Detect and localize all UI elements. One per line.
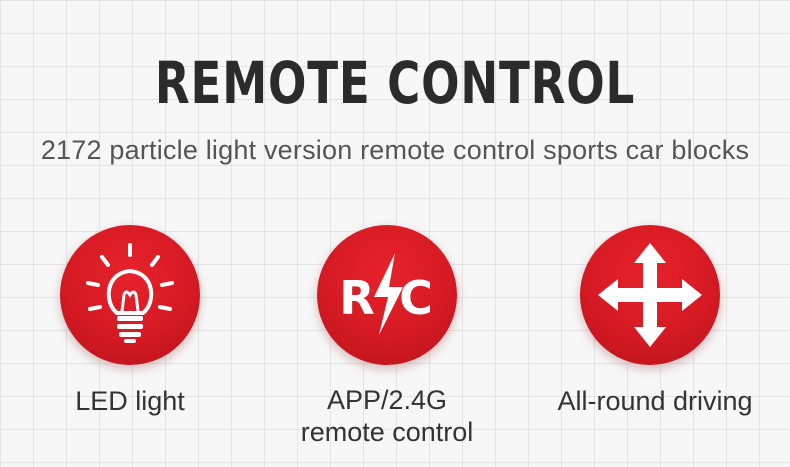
feature-led-light: LED light: [15, 0, 245, 467]
four-way-arrows-icon: [598, 243, 702, 347]
led-light-badge: [60, 225, 200, 365]
remote-control-badge: R C: [317, 225, 457, 365]
feature-label-remote-line2: remote control: [300, 417, 474, 447]
page-title: REMOTE CONTROL: [154, 49, 636, 117]
feature-label-remote-line1: APP/2.4G: [326, 385, 448, 415]
feature-remote-control: R C APP/2.4G remote control: [272, 0, 502, 467]
page-subtitle: 2172 particle light version remote contr…: [40, 135, 750, 165]
light-bulb-icon: [86, 243, 174, 343]
rc-icon-letter-left: R: [339, 271, 374, 325]
feature-all-round-driving: All-round driving: [540, 0, 770, 467]
feature-label-led-light: LED light: [75, 386, 185, 416]
rc-icon: R C: [339, 253, 433, 335]
all-round-driving-badge: [580, 225, 720, 365]
feature-label-all-round: All-round driving: [557, 386, 753, 416]
rc-icon-letter-right: C: [399, 271, 433, 325]
